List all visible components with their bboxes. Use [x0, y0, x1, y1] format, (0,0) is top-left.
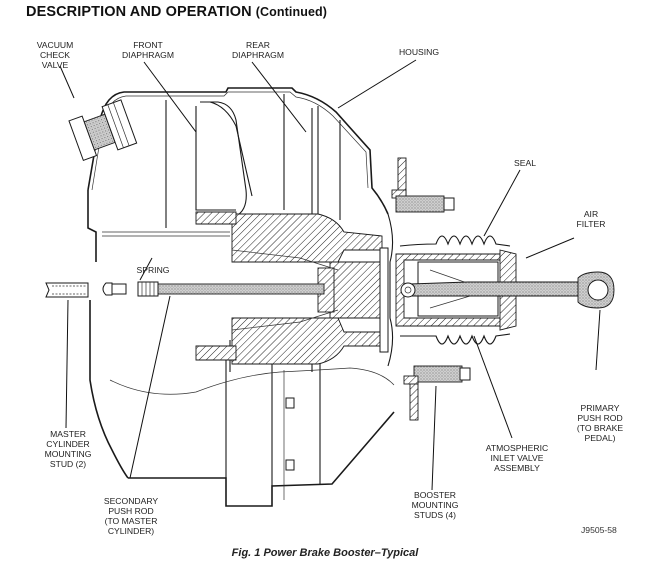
callout-housing: HOUSING: [398, 47, 440, 57]
callout-secondary-push-rod: SECONDARY PUSH ROD (TO MASTER CYLINDER): [103, 496, 159, 536]
leader-lines: [59, 59, 601, 491]
secondary-push-rod-part: [102, 281, 325, 297]
central-hub: [195, 211, 383, 365]
callout-spring: SPRING: [136, 265, 170, 275]
master-cylinder-stud-part: [45, 282, 89, 298]
booster-studs-part: [379, 157, 471, 421]
callout-master-cylinder-mounting-stud: MASTER CYLINDER MOUNTING STUD (2): [44, 429, 92, 469]
page-title-suffix: (Continued): [255, 5, 328, 19]
vacuum-check-valve-part: [68, 99, 138, 161]
callout-vacuum-check-valve: VACUUM CHECK VALVE: [36, 40, 74, 70]
callout-seal: SEAL: [514, 158, 536, 168]
callout-front-diaphragm: FRONT DIAPHRAGM: [121, 40, 175, 60]
callout-booster-mounting-studs: BOOSTER MOUNTING STUDS (4): [411, 490, 459, 520]
page-heading: DESCRIPTION AND OPERATION (Continued): [26, 4, 327, 20]
callout-air-filter: AIR FILTER: [576, 209, 606, 229]
callout-atmospheric-inlet-valve-assembly: ATMOSPHERIC INLET VALVE ASSEMBLY: [485, 443, 549, 473]
figure-id: J9505-58: [581, 525, 617, 535]
callout-primary-push-rod: PRIMARY PUSH ROD (TO BRAKE PEDAL): [576, 403, 624, 443]
callout-rear-diaphragm: REAR DIAPHRAGM: [231, 40, 285, 60]
figure-caption: Fig. 1 Power Brake Booster–Typical: [231, 547, 419, 559]
primary-push-rod-part: [400, 271, 615, 309]
page-title: DESCRIPTION AND OPERATION: [26, 4, 252, 20]
